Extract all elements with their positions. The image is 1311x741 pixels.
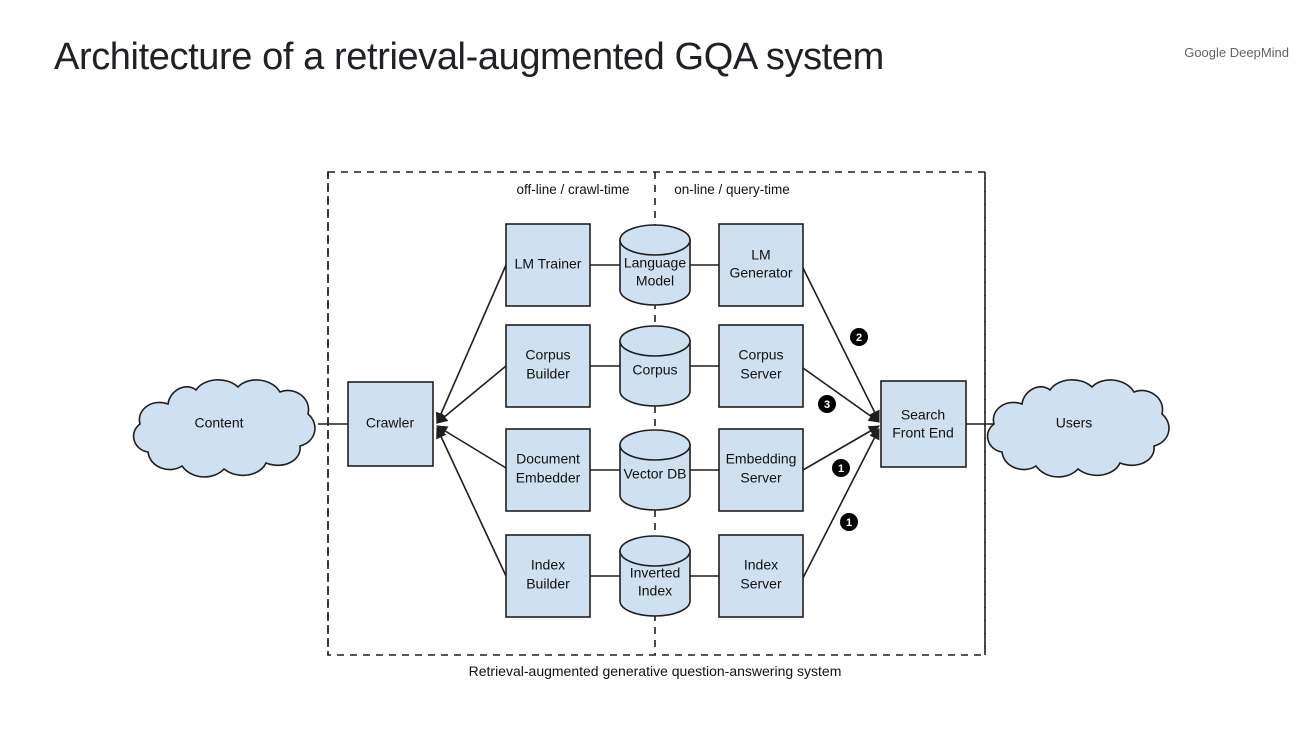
node-search-front-end-label-line2: Front End xyxy=(892,425,953,441)
cloud-content-label: Content xyxy=(194,415,243,431)
node-index-server-label-line1: Index xyxy=(744,557,778,573)
step-badge-1-index-number: 1 xyxy=(846,517,852,529)
node-index-server-label-line2: Server xyxy=(740,576,782,592)
step-badge-2: 2 xyxy=(850,328,868,346)
node-language-model-label-line2: Model xyxy=(636,273,674,289)
node-language-model[interactable]: Language Model xyxy=(619,224,691,306)
step-badge-1-index: 1 xyxy=(840,513,858,531)
node-lm-trainer-label: LM Trainer xyxy=(515,256,582,272)
node-document-embedder-label-line2: Embedder xyxy=(516,470,581,486)
node-search-front-end-label-line1: Search xyxy=(901,407,945,423)
node-index-server[interactable]: Index Server xyxy=(718,534,804,618)
node-inverted-index-label-line1: Inverted xyxy=(630,565,681,581)
step-badge-1-embedding: 1 xyxy=(832,459,850,477)
node-corpus-server-label-line1: Corpus xyxy=(738,347,783,363)
diagram-caption: Retrieval-augmented generative question-… xyxy=(469,663,842,679)
node-inverted-index-label-line2: Index xyxy=(638,583,672,599)
node-index-builder-label-line1: Index xyxy=(531,557,565,573)
node-embedding-server[interactable]: Embedding Server xyxy=(718,428,804,512)
page-title: Architecture of a retrieval-augmented GQ… xyxy=(54,36,884,78)
node-lm-generator-label-line1: LM xyxy=(751,247,770,263)
node-corpus-server[interactable]: Corpus Server xyxy=(718,324,804,408)
cloud-users: Users xyxy=(986,379,1170,478)
node-corpus[interactable]: Corpus xyxy=(619,325,691,407)
phase-label-offline: off-line / crawl-time xyxy=(516,182,629,197)
edge-lm-generator-to-search-front-end xyxy=(802,267,880,423)
node-embedding-server-label-line1: Embedding xyxy=(726,451,797,467)
edge-corpus-builder-to-crawler xyxy=(436,365,507,424)
node-corpus-builder[interactable]: Corpus Builder xyxy=(505,324,591,408)
cloud-users-label: Users xyxy=(1056,415,1093,431)
phase-label-online: on-line / query-time xyxy=(674,182,790,197)
node-lm-generator-label-line2: Generator xyxy=(729,265,792,281)
step-badge-2-number: 2 xyxy=(856,332,862,344)
edge-document-embedder-to-crawler xyxy=(436,425,507,469)
node-document-embedder[interactable]: Document Embedder xyxy=(505,428,591,512)
node-language-model-label-line1: Language xyxy=(624,255,687,271)
step-badge-1-embedding-number: 1 xyxy=(838,463,844,475)
node-vector-db-label: Vector DB xyxy=(623,466,686,482)
edge-lm-trainer-to-crawler xyxy=(435,264,507,425)
node-embedding-server-label-line2: Server xyxy=(740,470,782,486)
node-crawler[interactable]: Crawler xyxy=(347,381,434,467)
node-vector-db[interactable]: Vector DB xyxy=(619,429,691,511)
cloud-content: Content xyxy=(132,379,316,478)
edge-corpus-server-to-search-front-end xyxy=(802,367,880,423)
node-search-front-end[interactable]: Search Front End xyxy=(880,380,967,468)
edge-embedding-server-to-search-front-end xyxy=(802,425,880,471)
step-badge-3: 3 xyxy=(818,395,836,413)
node-lm-generator[interactable]: LM Generator xyxy=(718,223,804,307)
brand-logo-text: Google DeepMind xyxy=(1184,45,1289,60)
edge-index-builder-to-crawler xyxy=(436,426,507,577)
node-index-builder[interactable]: Index Builder xyxy=(505,534,591,618)
node-index-builder-label-line2: Builder xyxy=(526,576,570,592)
step-badge-3-number: 3 xyxy=(824,399,830,411)
system-boundary xyxy=(327,171,986,656)
node-lm-trainer[interactable]: LM Trainer xyxy=(505,223,591,307)
edge-index-server-to-search-front-end xyxy=(802,428,880,579)
node-corpus-builder-label-line2: Builder xyxy=(526,366,570,382)
node-corpus-server-label-line2: Server xyxy=(740,366,782,382)
node-crawler-label: Crawler xyxy=(366,415,415,431)
node-document-embedder-label-line1: Document xyxy=(516,451,580,467)
node-inverted-index[interactable]: Inverted Index xyxy=(619,535,691,617)
node-corpus-builder-label-line1: Corpus xyxy=(525,347,570,363)
slide-footer-rule xyxy=(0,730,1311,741)
node-corpus-label: Corpus xyxy=(632,362,677,378)
